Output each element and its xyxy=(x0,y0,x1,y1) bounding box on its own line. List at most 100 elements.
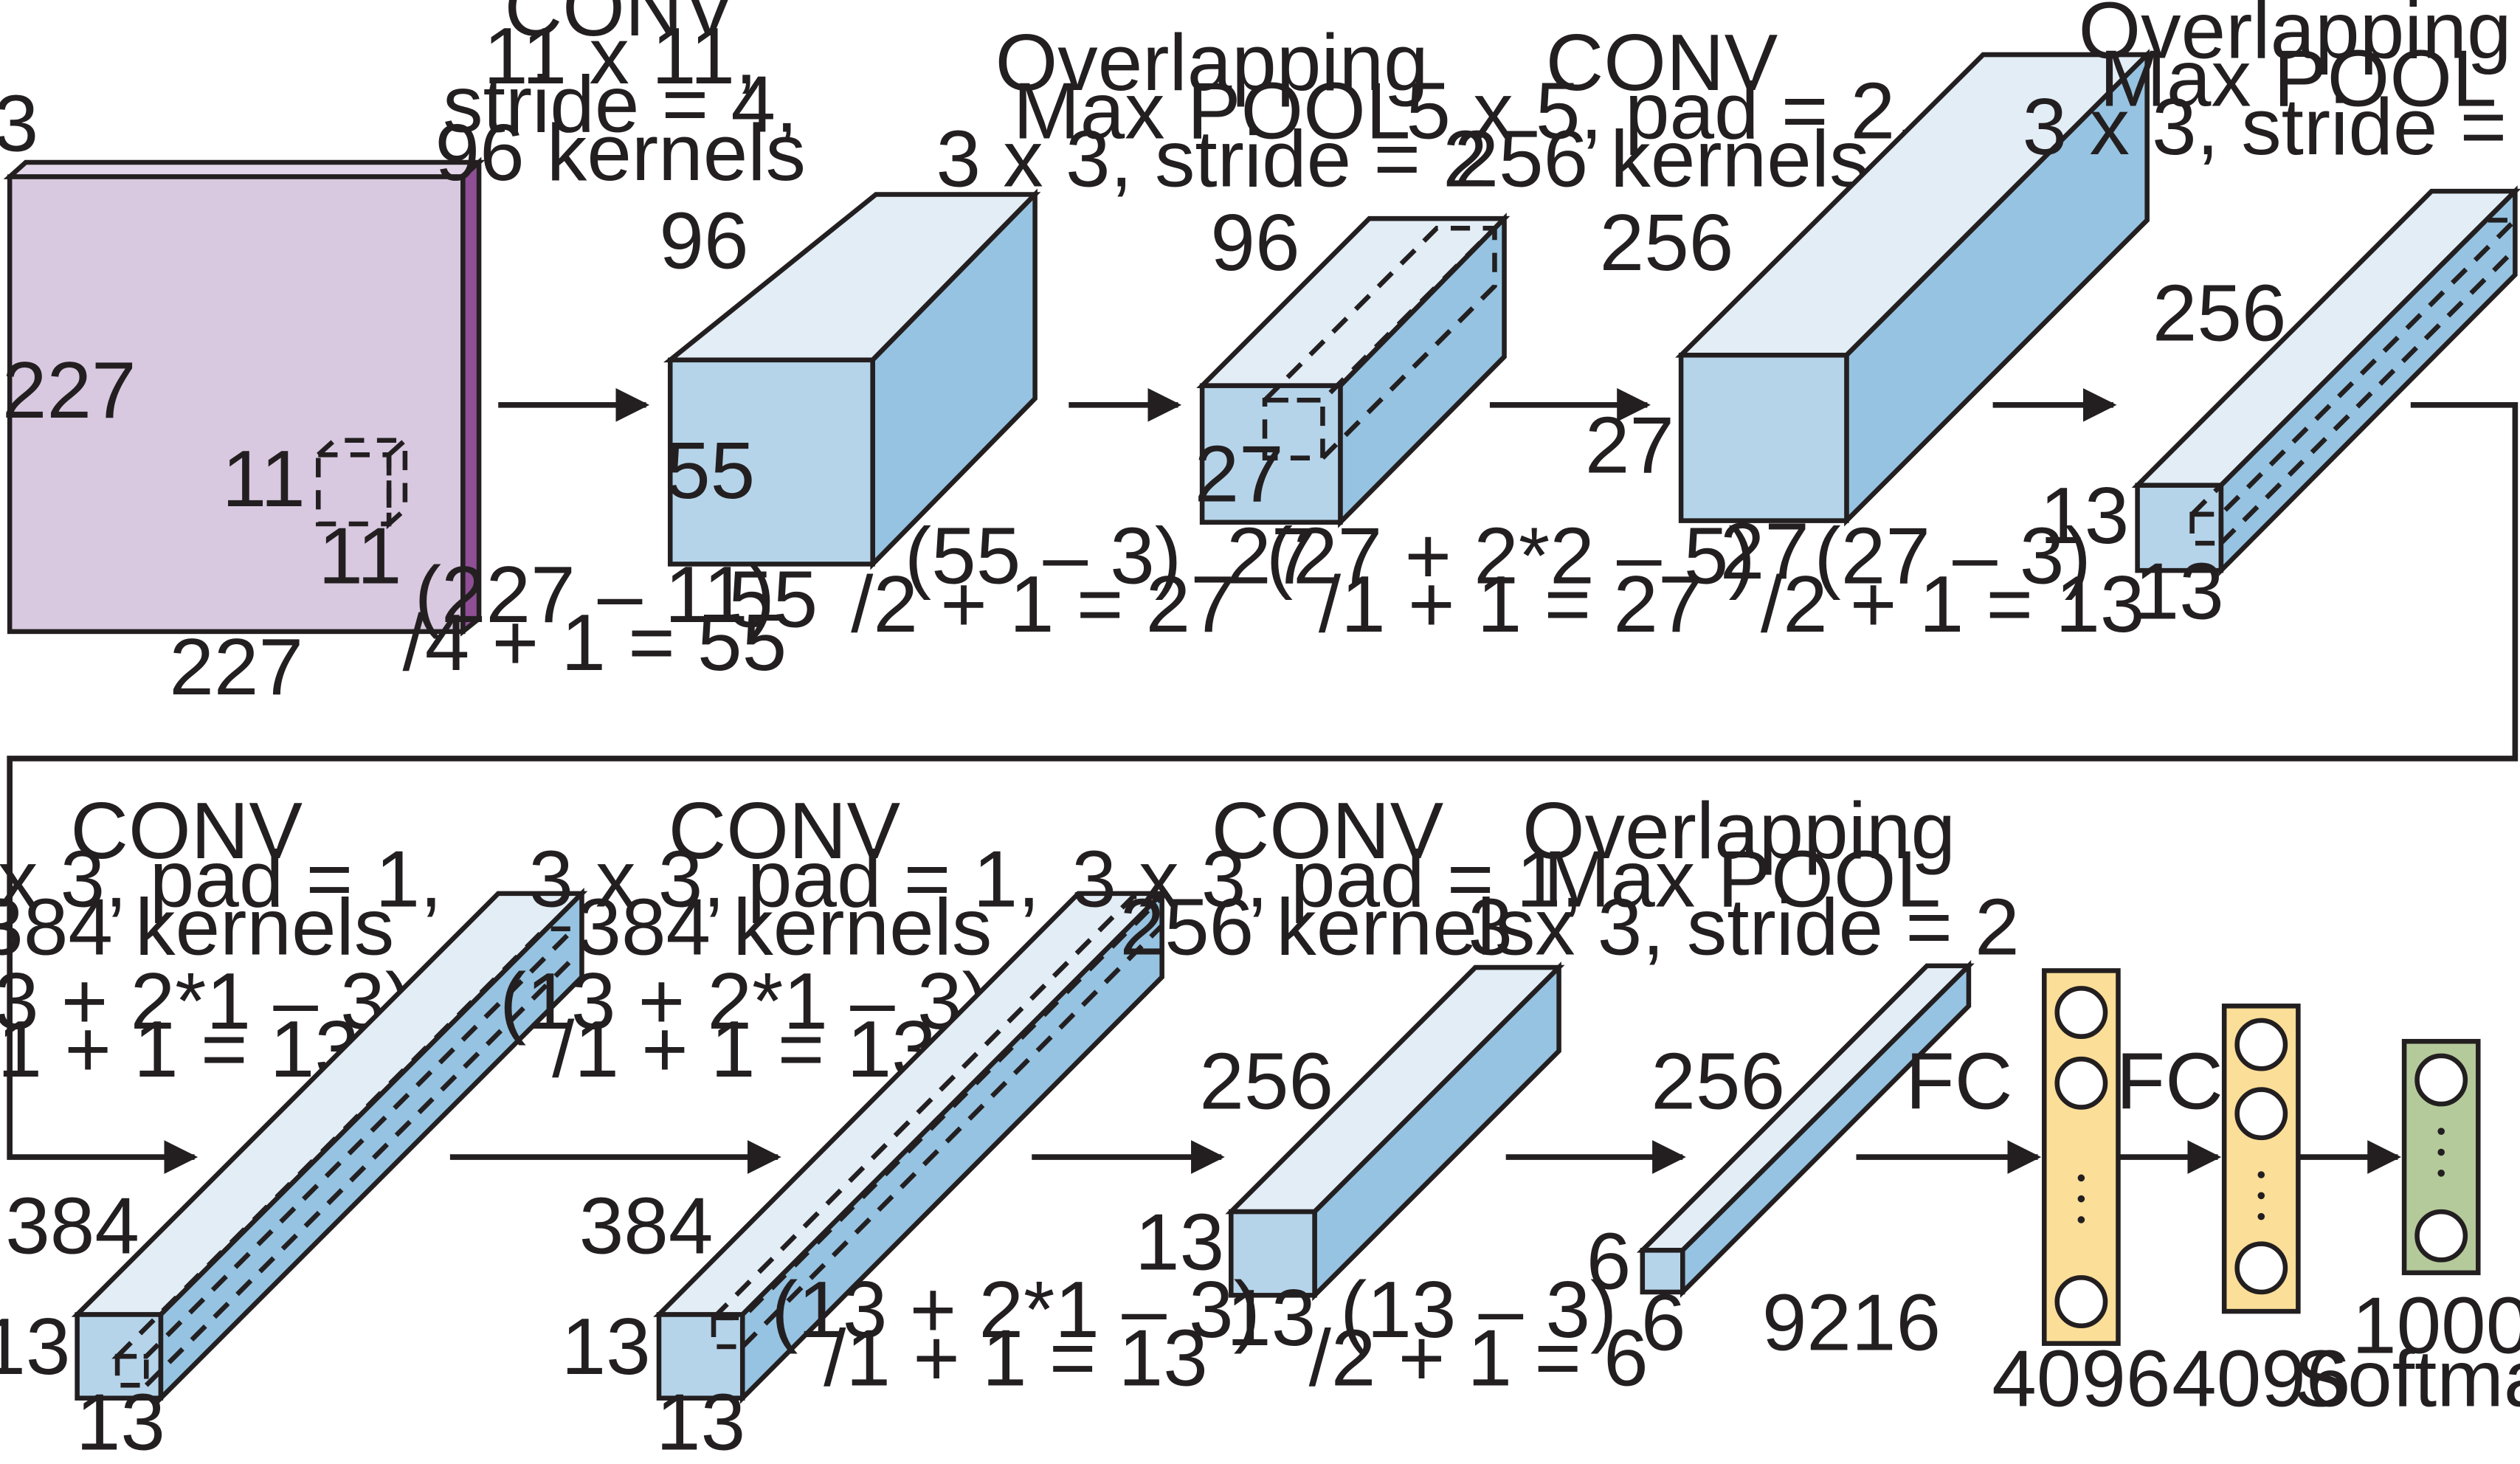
conv2-title-line: 5 x 5, pad = 2, xyxy=(1406,66,1917,156)
pool2-depth-label: 256 xyxy=(2153,269,2287,359)
conv3-formula-line: /1 + 1 = 13 xyxy=(0,1004,359,1094)
conv2-title-line: 256 kernels xyxy=(1454,114,1870,204)
input-height-label: 227 xyxy=(2,345,137,435)
conv4-title-line: 3 x 3, pad = 1, xyxy=(528,834,1040,924)
conv3-formula-line: (13 + 2*1 – 3) xyxy=(0,956,412,1046)
input-volume: 3 227 227 11 11 xyxy=(0,79,486,712)
conv5-formula-line: /1 + 1 = 13 xyxy=(824,1313,1208,1403)
conv5-height-label: 13 xyxy=(1135,1197,1224,1287)
conv1-height-label: 55 xyxy=(666,426,755,516)
fc1-neuron xyxy=(2054,1056,2108,1110)
conv4-height-label: 13 xyxy=(562,1302,651,1392)
fc2-neuron xyxy=(2234,1087,2288,1141)
pool2-width-label: 13 xyxy=(2135,546,2224,636)
conv5-depth-label: 256 xyxy=(1199,1037,1333,1127)
conv5-front-face xyxy=(1229,1209,1317,1298)
pool1-kernel-window xyxy=(1259,225,1501,460)
pool1-height-label: 27 xyxy=(1195,429,1284,519)
conv3-depth-label: 384 xyxy=(5,1181,139,1271)
pool3-title-line: Max POOL xyxy=(1544,834,1941,924)
pool2-volume xyxy=(2131,185,2520,577)
conv1-front-face xyxy=(667,357,875,567)
pool3-formula-line: /2 + 1 = 6 xyxy=(1309,1313,1649,1403)
input-kernel-height-label: 11 xyxy=(222,434,305,524)
conv3-height-label: 13 xyxy=(0,1302,70,1392)
pool1-front-face xyxy=(1199,383,1343,525)
input-kernel-window xyxy=(316,435,408,530)
conv4-title-line: 384 kernels xyxy=(576,883,992,973)
conv2-title: CONV 5 x 5, pad = 2, 256 kernels xyxy=(1406,18,1917,204)
conv5-title-line: 3 x 3, pad = 1, xyxy=(1071,834,1583,924)
pool1-title-line: 3 x 3, stride = 2 xyxy=(936,114,1487,204)
output-size-label: 1000 xyxy=(2352,1281,2520,1371)
conv1-title-line: CONV xyxy=(504,0,736,53)
pool3-flatten-label: 9216 xyxy=(1762,1277,1941,1367)
conv3-title-line: 3 x 3, pad = 1, xyxy=(0,834,442,924)
pool3-formula-line: (13 – 3) xyxy=(1340,1265,1617,1355)
conv4-depth-label: 384 xyxy=(579,1181,714,1271)
output-activation-label: Softmax xyxy=(2294,1334,2520,1424)
conv3-kernel-window xyxy=(111,926,580,1388)
fc1-label: FC xyxy=(1905,1037,2012,1127)
fc2-layer xyxy=(2221,1004,2301,1314)
conv2-depth-label: 256 xyxy=(1600,198,1734,288)
pool1-formula-line: (55 – 3) xyxy=(905,511,1181,601)
conv5-width-label: 13 xyxy=(1226,1273,1316,1363)
conv4-volume xyxy=(653,887,1168,1404)
conv5-volume xyxy=(1225,961,1565,1302)
fc2-ellipsis-dot xyxy=(2257,1192,2265,1200)
pool3-title: Overlapping Max POOL 3 x 3, stride = 2 xyxy=(1468,786,2019,973)
connector-row1-to-row2 xyxy=(7,402,2519,1174)
pool1-title-line: Overlapping xyxy=(995,18,1429,108)
conv2-formula-line: /1 + 1 = 27 xyxy=(1319,559,1703,649)
pool3-side-face xyxy=(1680,960,1972,1298)
conv1-formula-line: /4 + 1 = 55 xyxy=(403,598,787,688)
pool2-title: Overlapping Max POOL 3 x 3, stride = 2 xyxy=(2023,0,2520,172)
pool2-formula-line: /2 + 1 = 13 xyxy=(1761,559,2145,649)
conv1-title: CONV 11 x 11, stride = 4, 96 kernels xyxy=(435,0,806,198)
pool3-width-label: 6 xyxy=(1641,1277,1686,1367)
conv1-title-line: 11 x 11, xyxy=(483,11,757,101)
conv5-title-line: CONV xyxy=(1212,786,1444,876)
conv1-width-label: 55 xyxy=(728,554,818,644)
conv2-front-face xyxy=(1678,353,1849,523)
conv2-title-line: CONV xyxy=(1546,18,1778,108)
fc2-label: FC xyxy=(2116,1037,2223,1127)
output-neuron xyxy=(2414,1053,2468,1107)
pool2-title-line: Overlapping xyxy=(2078,0,2511,75)
fc1-ellipsis-dot xyxy=(2077,1195,2085,1203)
conv3-volume xyxy=(71,887,588,1404)
conv4-title-line: CONV xyxy=(669,786,901,876)
fc2-neuron xyxy=(2234,1241,2288,1295)
conv4-formula-line: /1 + 1 = 13 xyxy=(552,1004,936,1094)
fc1-ellipsis-dot xyxy=(2077,1174,2085,1182)
pool1-depth-label: 96 xyxy=(1210,198,1299,288)
pool1-title: Overlapping Max POOL 3 x 3, stride = 2 xyxy=(936,18,1487,204)
conv5-title: CONV 3 x 3, pad = 1, 256 kernels xyxy=(1071,786,1583,973)
conv5-formula-line: (13 + 2*1 – 3) xyxy=(771,1265,1260,1355)
output-layer xyxy=(2401,1038,2481,1276)
pool3-front-face xyxy=(1640,1248,1685,1295)
conv5-title-line: 256 kernels xyxy=(1120,883,1536,973)
conv1-title-line: 96 kernels xyxy=(435,108,806,198)
pool1-formula-line: /2 + 1 = 27 xyxy=(851,559,1235,649)
output-ellipsis-dot xyxy=(2437,1148,2445,1156)
pool1-volume xyxy=(1196,213,1511,528)
pool3-title-line: Overlapping xyxy=(1522,786,1955,876)
output-ellipsis-dot xyxy=(2437,1128,2445,1135)
fc1-layer xyxy=(2042,968,2121,1346)
conv3-width-label: 13 xyxy=(76,1377,165,1464)
pool2-height-label: 13 xyxy=(2040,471,2129,561)
fc1-neuron xyxy=(2054,1275,2108,1328)
pool2-title-line: 3 x 3, stride = 2 xyxy=(2023,82,2520,172)
output-neuron xyxy=(2414,1209,2468,1263)
conv3-title-line: CONV xyxy=(70,786,303,876)
input-front-face xyxy=(7,174,466,635)
fc2-ellipsis-dot xyxy=(2257,1171,2265,1178)
conv4-kernel-window xyxy=(708,894,1168,1350)
pool3-height-label: 6 xyxy=(1587,1217,1632,1307)
conv1-title-line: stride = 4, xyxy=(443,60,798,150)
fc1-size-label: 4096 xyxy=(1992,1334,2170,1424)
conv2-formula-line: (27 + 2*2 – 5) xyxy=(1266,511,1756,601)
